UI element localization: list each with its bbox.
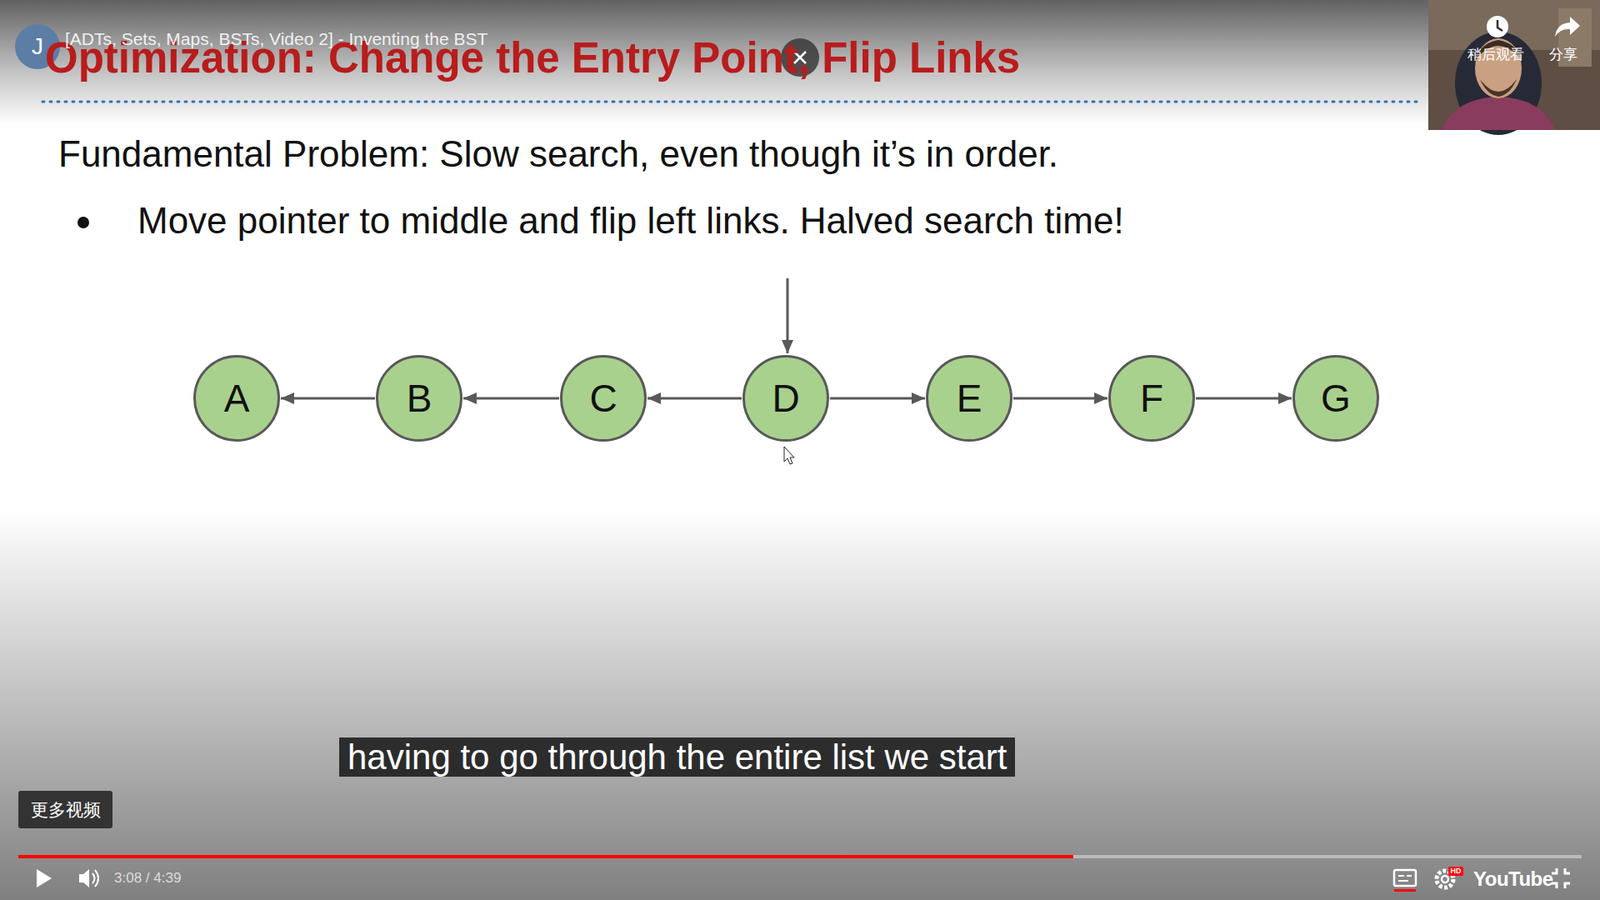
link-arrow [647, 397, 742, 400]
list-node: A [193, 355, 280, 442]
subtitle-caption-box: having to go through the entire list we … [339, 733, 1048, 781]
node-letter: G [1320, 375, 1351, 421]
avatar-letter: J [15, 24, 60, 70]
play-icon [36, 869, 52, 888]
node-letter: F [1140, 375, 1164, 421]
svg-part [92, 870, 99, 887]
svg-part [1486, 15, 1509, 38]
svg-part [1441, 875, 1449, 883]
exit-fullscreen-icon [1551, 868, 1570, 889]
node-letter: D [771, 375, 800, 421]
svg-part [1497, 20, 1503, 31]
list-node: F [1108, 355, 1195, 442]
video-title: [ADTs, Sets, Maps, BSTs, Video 2] - Inve… [65, 28, 488, 50]
dotted-rule [42, 100, 1419, 104]
hd-label: HD [1448, 866, 1464, 876]
list-node: C [560, 355, 647, 442]
list-node: G [1292, 355, 1380, 442]
progress-played [18, 855, 1074, 859]
top-shade [0, 0, 1600, 125]
progress-track [18, 855, 1582, 859]
list-node: B [375, 355, 463, 442]
subtitle-caption: having to go through the entire list we … [339, 737, 1015, 777]
node-letter: B [406, 375, 433, 421]
node-letter: C [589, 375, 617, 421]
svg-part [79, 869, 90, 888]
volume-icon [79, 869, 99, 888]
list-node: D [742, 355, 830, 442]
link-arrow [1013, 397, 1108, 400]
svg-part [1398, 875, 1412, 881]
body-text: Fundamental Problem: Slow search, even t… [58, 131, 1059, 177]
share-icon [1555, 16, 1580, 37]
svg-part [1441, 96, 1555, 130]
watch-later-label: 稍后观看 [1467, 46, 1525, 64]
time-display: 3:08 / 4:39 [114, 870, 181, 887]
bullet-text: Move pointer to middle and flip left lin… [137, 198, 1125, 244]
entry-pointer [786, 278, 790, 354]
bottom-shade [0, 508, 1600, 900]
mouse-cursor [784, 446, 795, 465]
share-label: 分享 [1549, 46, 1578, 64]
svg-part [1480, 79, 1517, 97]
watch-later-icon [1486, 15, 1509, 38]
bullet-dot [77, 216, 90, 229]
list-node: E [925, 355, 1013, 442]
webcam-thumbnail [1428, 0, 1600, 135]
svg-part [1428, 0, 1600, 130]
svg-part [1394, 889, 1416, 892]
hd-badge [1448, 866, 1464, 876]
link-arrow [280, 397, 375, 400]
node-letter: E [956, 375, 983, 421]
link-arrow [1195, 397, 1292, 400]
link-arrow [463, 397, 560, 400]
subtitles-icon [1394, 870, 1416, 892]
node-letter: A [224, 375, 250, 421]
more-videos-button: 更多视频 [18, 790, 113, 829]
svg-part [1394, 870, 1416, 886]
youtube-logo: YouTube [1473, 867, 1554, 891]
link-arrow [830, 397, 925, 400]
